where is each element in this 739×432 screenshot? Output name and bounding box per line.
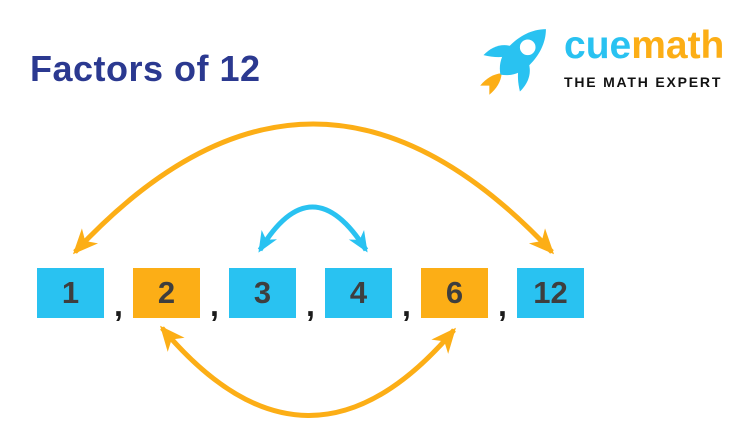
separator-comma: , [114, 287, 123, 323]
arrow-pair-1-12 [72, 121, 555, 255]
factor-box-1: 1 [37, 268, 104, 318]
logo-wordmark-math: math [631, 24, 725, 67]
logo-wordmark: cuemath [564, 26, 724, 65]
logo-tagline: THE MATH EXPERT [564, 74, 723, 90]
factor-box-2: 2 [133, 268, 200, 318]
page-title: Factors of 12 [30, 48, 261, 89]
factor-list: 1, 2, 3, 4, 6, 12 [37, 268, 584, 323]
factor-box-3: 3 [229, 268, 296, 318]
separator-comma: , [498, 287, 507, 323]
factor-box-4: 4 [325, 268, 392, 318]
separator-comma: , [402, 287, 411, 323]
arrow-pair-3-4 [257, 204, 369, 253]
cuemath-logo: cuemath THE MATH EXPERT [470, 12, 724, 106]
factor-box-6: 6 [421, 268, 488, 318]
logo-text: cuemath THE MATH EXPERT [564, 12, 724, 90]
factor-box-12: 12 [517, 268, 584, 318]
separator-comma: , [210, 287, 219, 323]
logo-wordmark-cue: cue [564, 24, 632, 67]
rocket-icon [470, 12, 562, 106]
arrow-pair-2-6 [160, 325, 456, 418]
separator-comma: , [306, 287, 315, 323]
